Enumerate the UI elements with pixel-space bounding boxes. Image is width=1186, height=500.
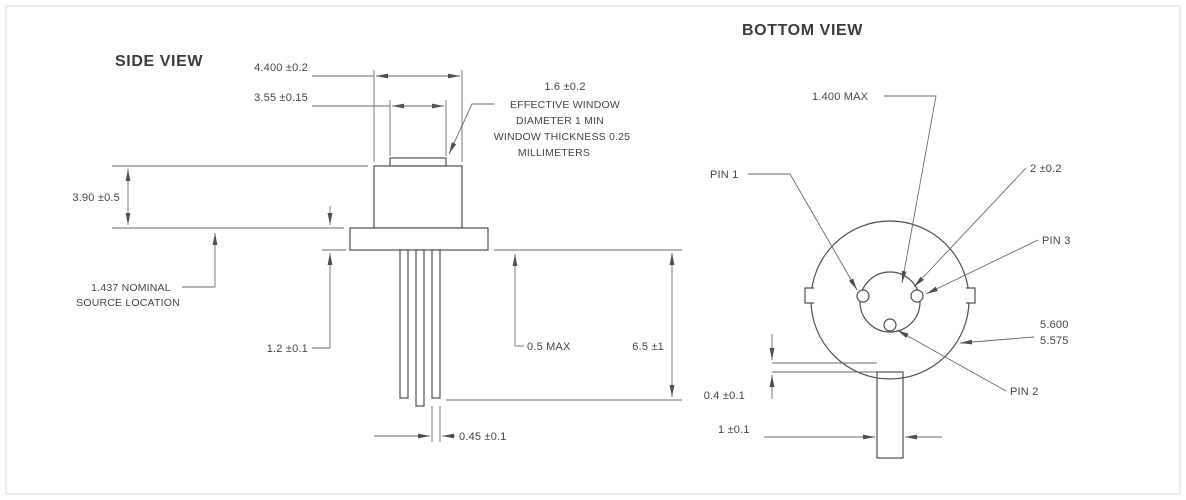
dim-pin-length: 6.5 ±1 [446,249,682,401]
flange-diameter-max-label: 5.600 [1040,319,1069,331]
tab-thickness-label: 0.4 ±0.1 [704,390,745,402]
label-pin3: PIN 3 [925,235,1071,295]
side-view-title: SIDE VIEW [115,53,203,70]
flange-diameter-min-label: 5.575 [1040,335,1069,347]
notch-left [804,287,814,304]
pin-length-label: 6.5 ±1 [632,341,664,353]
cap-height-label: 3.90 ±0.5 [72,192,120,204]
dim-tab-thickness: 0.4 ±0.1 [704,334,775,402]
pin3-hole [910,289,924,303]
window-note-line5: MILLIMETERS [518,147,590,159]
pin2-hole [883,318,897,332]
dim-tab-width: 1 ±0.1 [718,424,942,440]
dim-flange-thickness: 1.2 ±0.1 [267,206,346,355]
window-note-line2: EFFECTIVE WINDOW [510,99,620,111]
cap-width-label: 4.400 ±0.2 [254,62,308,74]
pin-left [399,249,409,399]
index-tab [876,371,904,459]
page-border [5,5,1181,495]
label-flange-diameter: 5.600 5.575 [959,319,1069,347]
side-view-part [349,157,489,407]
window-glass [389,157,447,167]
label-pin-spacing: 2 ±0.2 [913,163,1062,288]
pin3-label: PIN 3 [1042,235,1071,247]
bottom-view-title: BOTTOM VIEW [742,22,863,39]
window-note-line1: 1.6 ±0.2 [544,81,585,93]
notch-mask-left [802,288,814,303]
dim-cap-width: 4.400 ±0.2 [254,62,463,162]
pin1-label: PIN 1 [710,169,739,181]
window-width-label: 3.55 ±0.15 [254,92,308,104]
flange-thickness-label: 1.2 ±0.1 [267,343,308,355]
pin-center [415,249,425,407]
tab-width-label: 1 ±0.1 [718,424,750,436]
notch-right [966,287,976,304]
source-location-note: 1.437 NOMINAL SOURCE LOCATION [76,233,218,309]
source-note-line1: 1.437 NOMINAL [91,282,171,294]
notch-mask-right [966,288,978,303]
dim-pin-diameter: 0.45 ±0.1 [374,406,507,443]
bottom-view-part [772,220,978,459]
pin1-hole [856,289,870,303]
label-pin1: PIN 1 [710,169,858,291]
header-circle [859,271,921,333]
standoff-label: 0.5 MAX [527,341,571,353]
side-view: SIDE VIEW 4.400 ±0.2 3.55 ±0.15 [72,53,682,443]
window-note-line4: WINDOW THICKNESS 0.25 [494,131,630,143]
dim-cap-height: 3.90 ±0.5 [72,165,368,229]
flange [349,227,489,251]
pin-diameter-label: 0.45 ±0.1 [459,431,507,443]
pin-spacing-label: 2 ±0.2 [1030,163,1062,175]
window-note-line3: DIAMETER 1 MIN [516,115,604,127]
flange-outline [810,220,970,380]
dim-window-width: 3.55 ±0.15 [254,92,447,156]
dim-standoff: 0.5 MAX [512,254,571,353]
pin-right [431,249,441,399]
label-pin2: PIN 2 [896,329,1039,398]
cap-aperture-label: 1.400 MAX [812,91,869,103]
source-note-line2: SOURCE LOCATION [76,297,180,309]
cap-body [373,165,463,229]
window-note: 1.6 ±0.2 EFFECTIVE WINDOW DIAMETER 1 MIN… [448,81,630,159]
bottom-view: BOTTOM VIEW 1.400 MAX PIN 1 [704,22,1071,459]
pin2-label: PIN 2 [1010,386,1039,398]
label-cap-aperture: 1.400 MAX [812,91,937,284]
